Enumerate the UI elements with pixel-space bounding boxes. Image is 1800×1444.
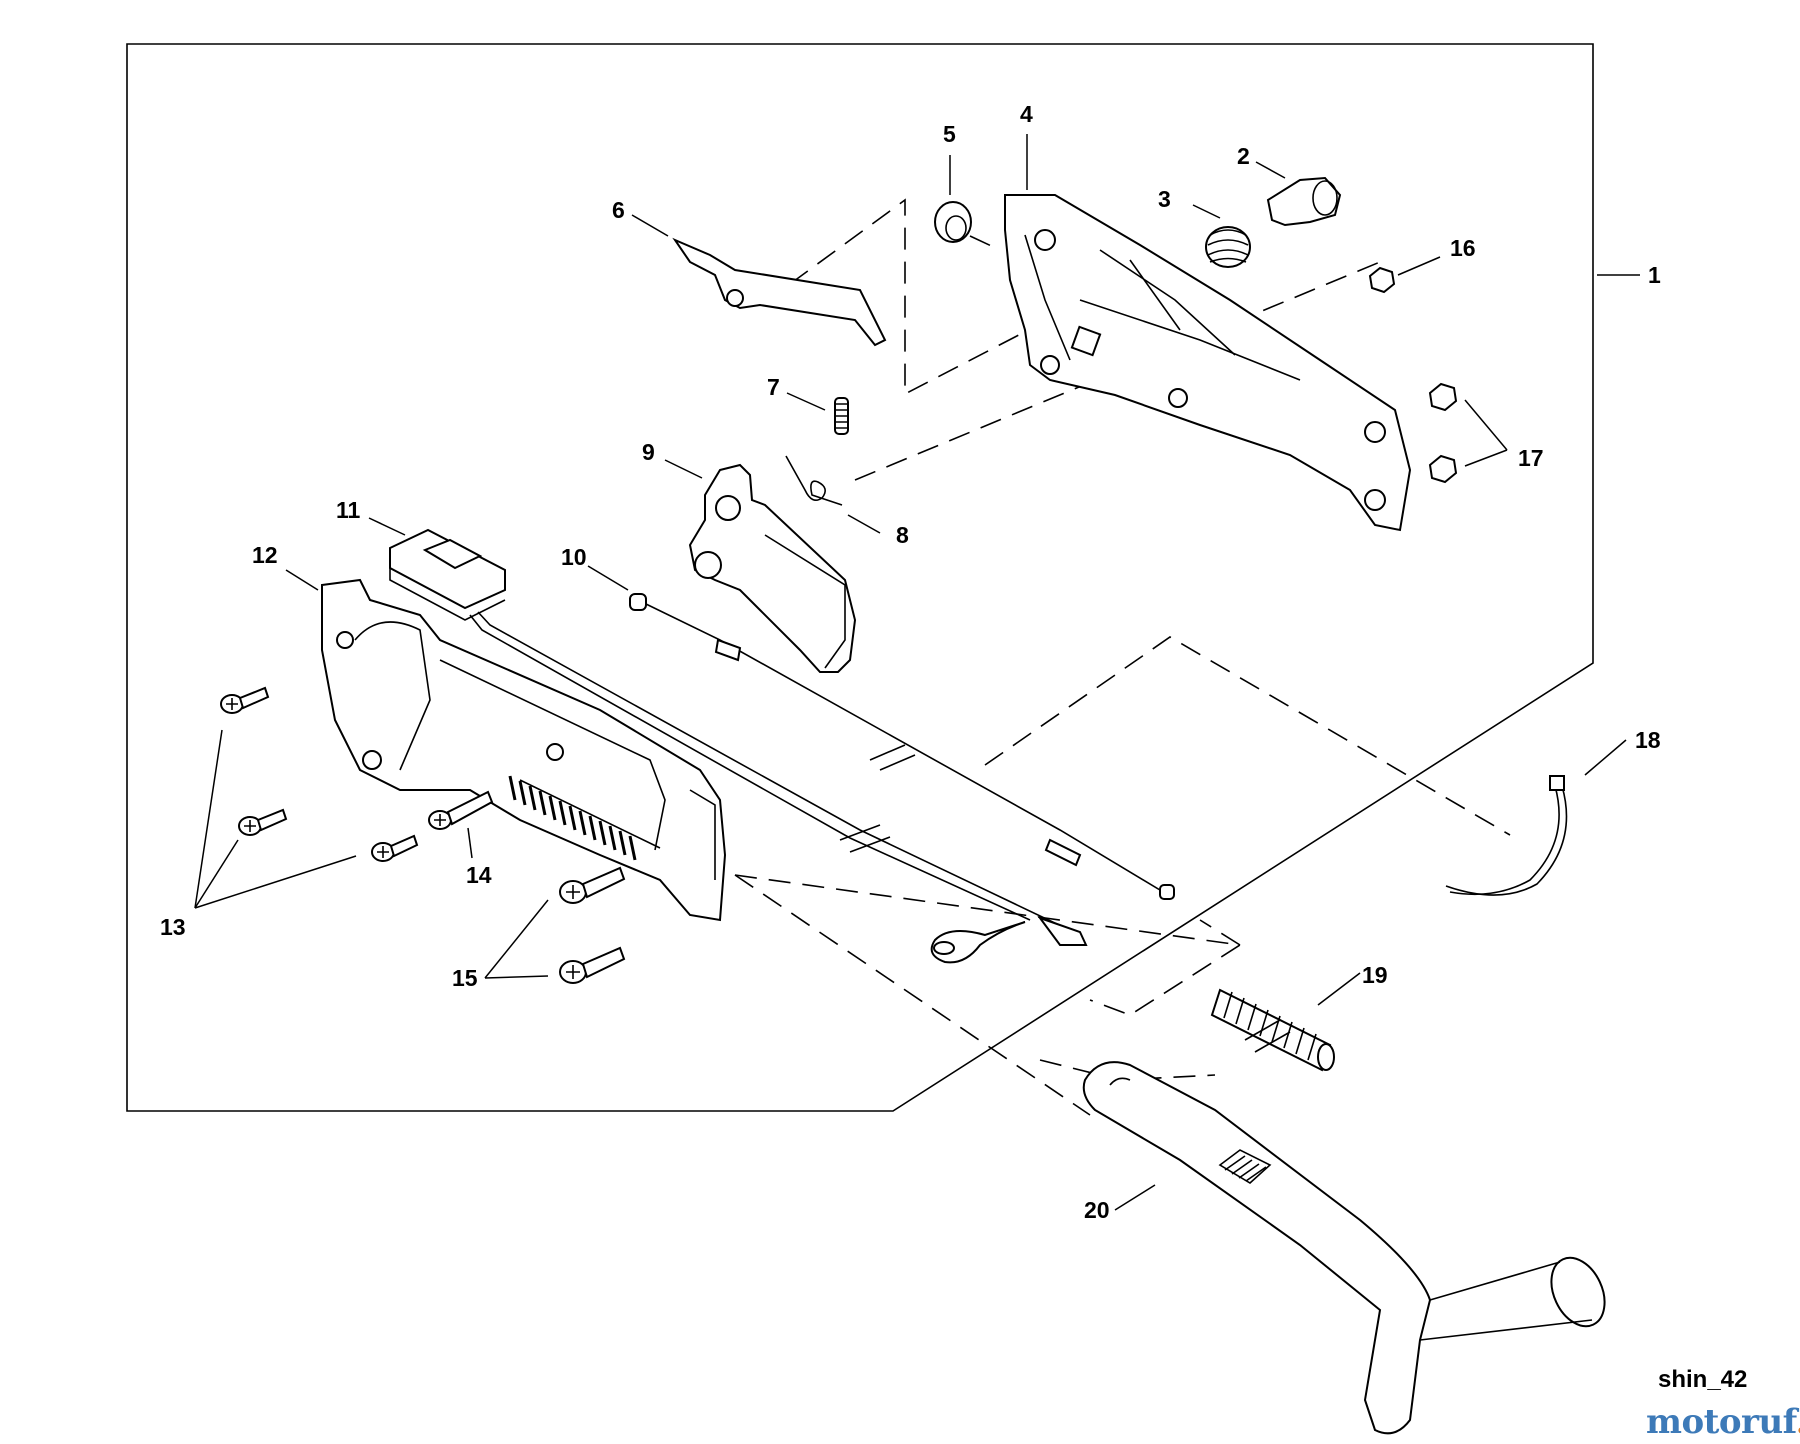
stud-bolt xyxy=(1210,988,1335,1072)
small-spring xyxy=(834,397,849,435)
part-label-9: 9 xyxy=(642,439,655,465)
watermark-logo: motoruf.de xyxy=(1646,1402,1800,1442)
part-label-20: 20 xyxy=(1084,1197,1110,1223)
part-label-19: 19 xyxy=(1362,962,1388,988)
part-label-1: 1 xyxy=(1648,262,1661,288)
throttle-cable xyxy=(629,593,1175,900)
nut-16 xyxy=(1368,266,1396,294)
watermark-dot: . xyxy=(1796,1402,1800,1442)
part-label-4: 4 xyxy=(1020,101,1033,127)
part-label-12: 12 xyxy=(252,542,278,568)
screw xyxy=(371,834,419,862)
stop-switch xyxy=(389,528,506,621)
switch-wires xyxy=(469,611,1088,964)
part-label-14: 14 xyxy=(466,862,492,888)
nuts-17 xyxy=(1428,382,1458,484)
part-label-18: 18 xyxy=(1635,727,1661,753)
part-label-7: 7 xyxy=(767,374,780,400)
screws-13 xyxy=(220,686,419,862)
spring xyxy=(1205,226,1251,268)
part-label-8: 8 xyxy=(896,522,909,548)
part-label-15: 15 xyxy=(452,965,478,991)
part-label-10: 10 xyxy=(561,544,587,570)
part-label-17: 17 xyxy=(1518,445,1544,471)
screw xyxy=(559,946,626,984)
plug xyxy=(934,201,972,243)
torsion-spring xyxy=(785,455,843,506)
lock-button xyxy=(1266,176,1342,227)
lower-handle-half xyxy=(321,578,727,922)
part-label-6: 6 xyxy=(612,197,625,223)
part-labels: 1 2 3 4 5 6 7 8 9 10 11 12 13 14 15 16 1… xyxy=(160,101,1661,1223)
part-label-11: 11 xyxy=(336,497,361,523)
loop-handle xyxy=(1082,1061,1606,1435)
part-label-5: 5 xyxy=(943,121,956,147)
part-label-13: 13 xyxy=(160,914,186,940)
part-label-2: 2 xyxy=(1237,143,1250,169)
screw xyxy=(220,686,270,714)
upper-handle-half xyxy=(1004,194,1412,532)
screw xyxy=(559,866,626,904)
leader-lines xyxy=(194,134,1640,1211)
screw xyxy=(238,808,288,836)
part-label-3: 3 xyxy=(1158,186,1171,212)
cable-tie xyxy=(1445,775,1568,896)
throttle-lever xyxy=(672,237,887,347)
watermark-brand: motoruf xyxy=(1646,1402,1796,1442)
throttle-trigger xyxy=(688,463,857,673)
part-label-16: 16 xyxy=(1450,235,1476,261)
screw-14 xyxy=(428,790,494,830)
assembly-frame xyxy=(126,43,1594,1112)
screws-15 xyxy=(559,866,626,984)
diagram-id: shin_42 xyxy=(1658,1366,1748,1393)
